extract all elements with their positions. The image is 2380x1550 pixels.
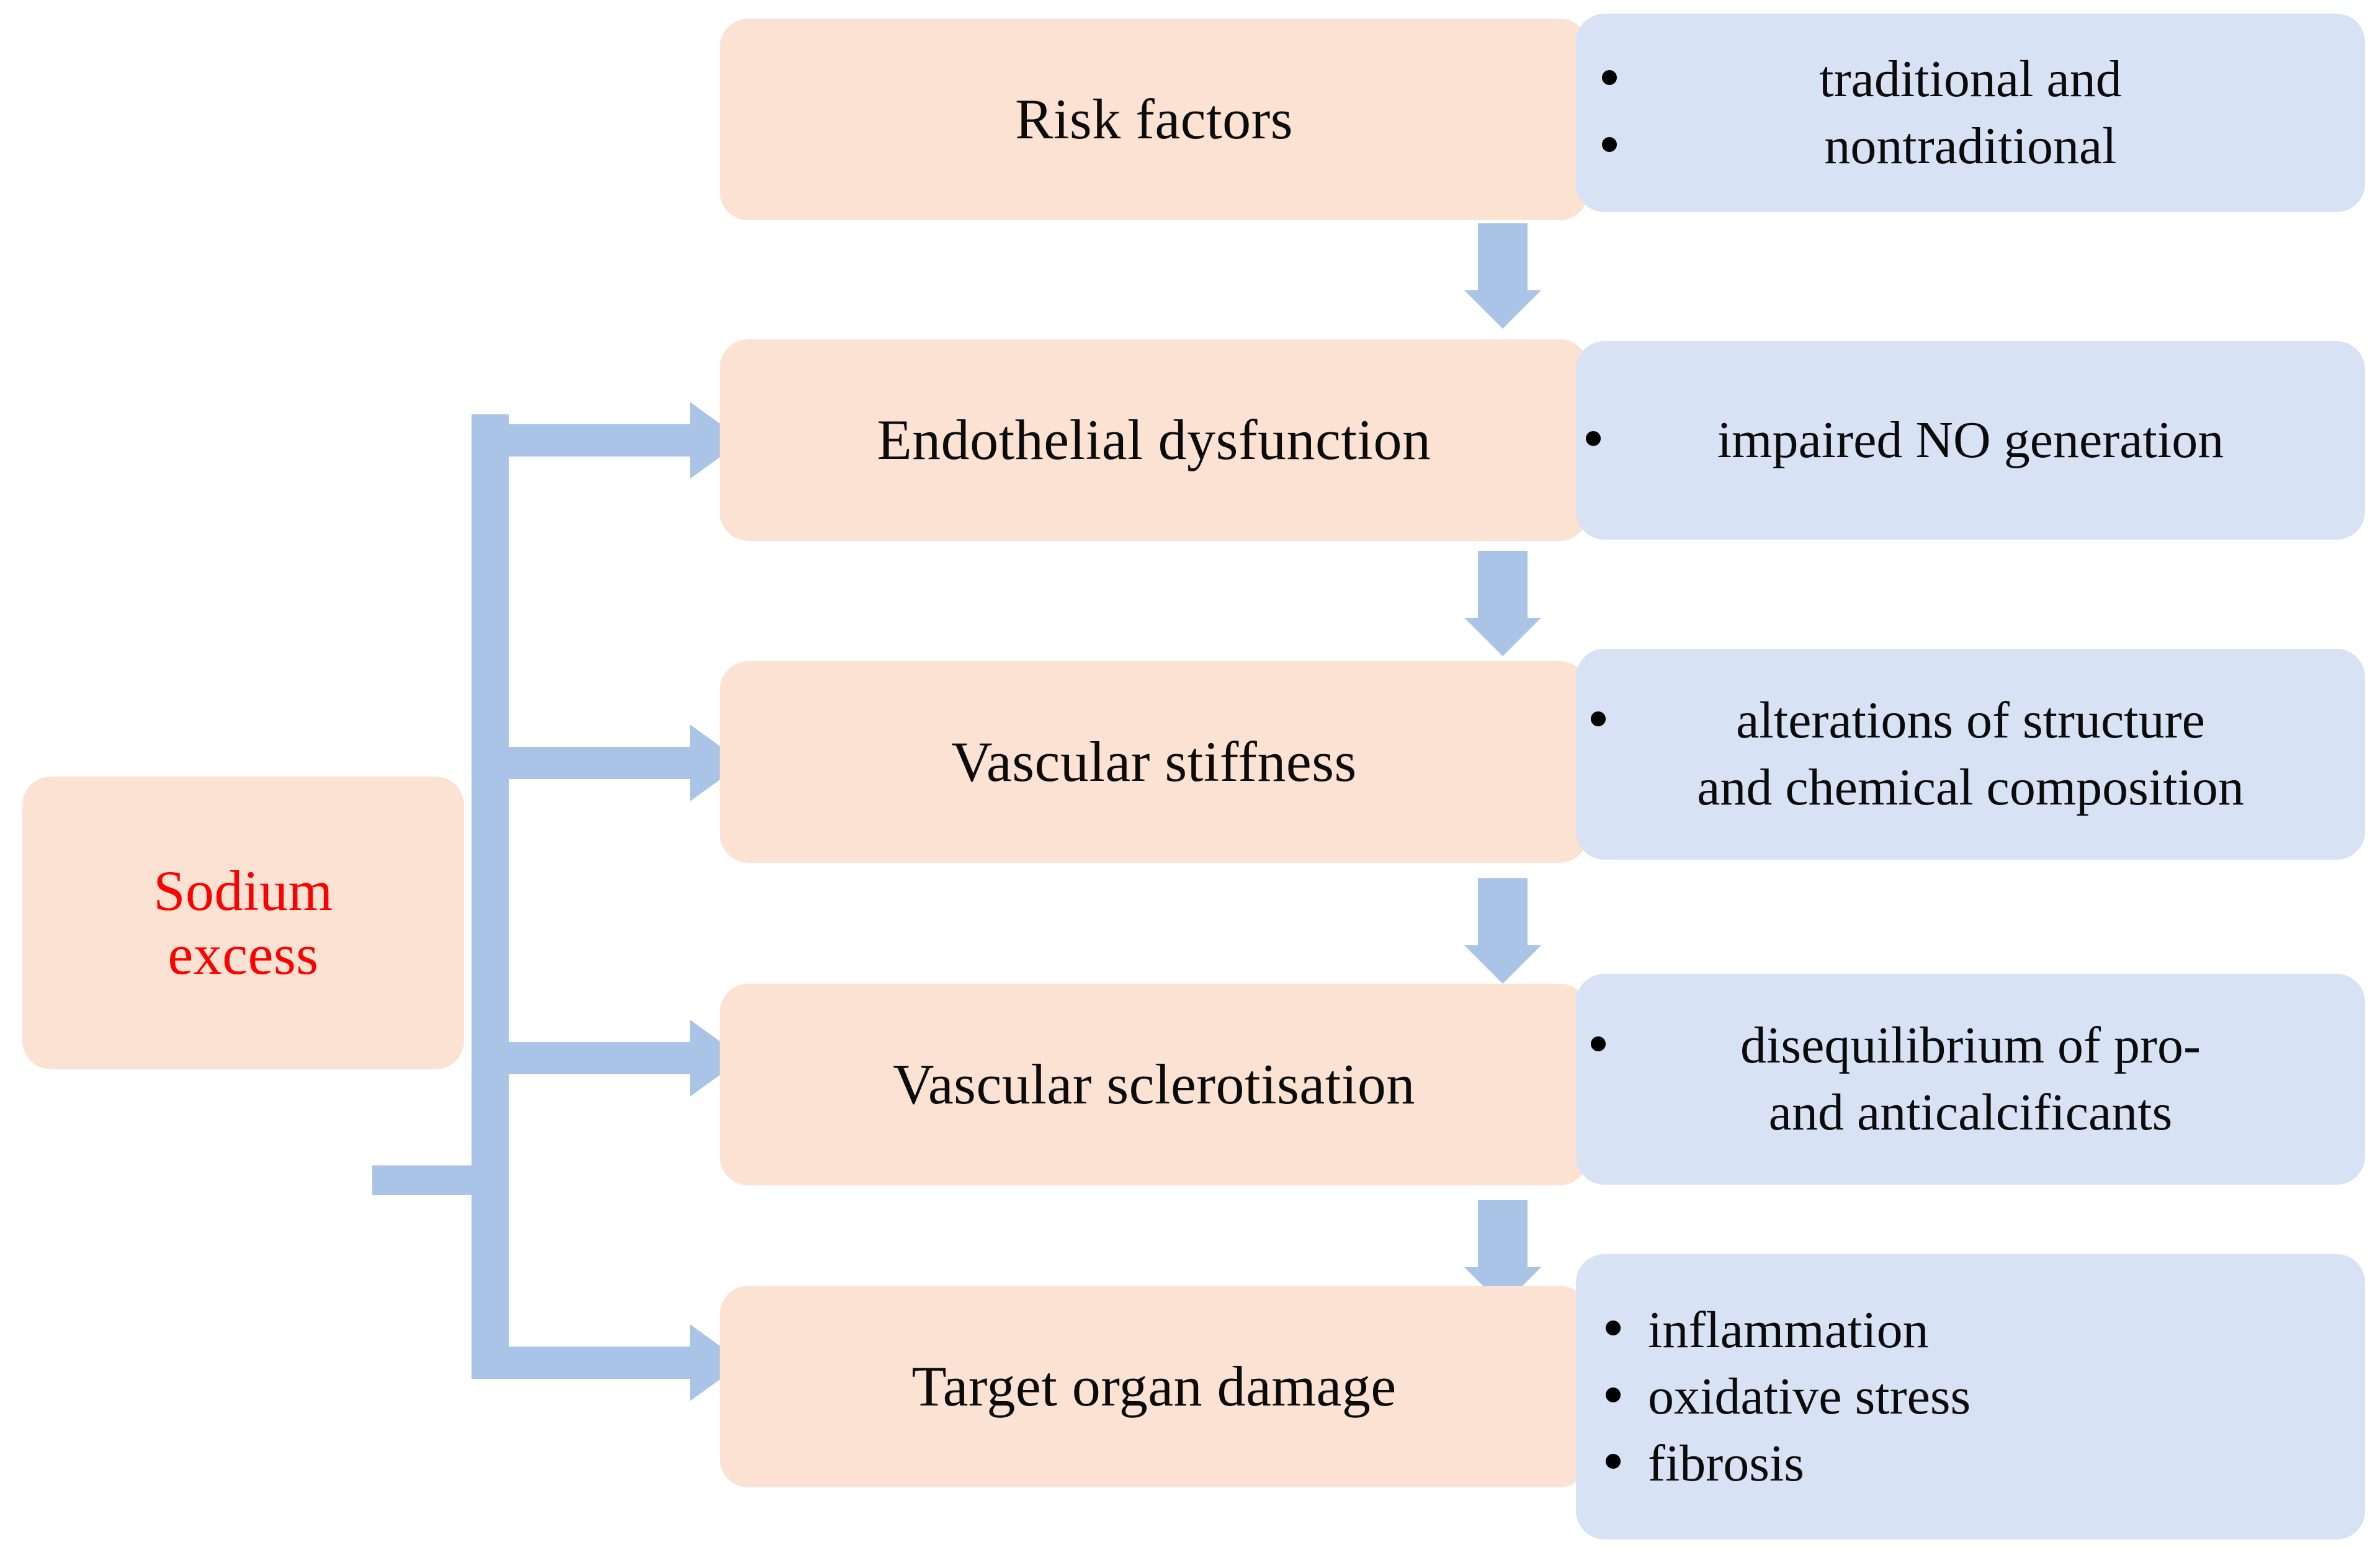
- detail-target-organ-damage-list: inflammation oxidative stress fibrosis: [1576, 1297, 2365, 1497]
- flow-arrow-down-3: [1464, 945, 1541, 984]
- detail-vascular-sclerotisation[interactable]: disequilibrium of pro- and anticalcifica…: [1576, 974, 2365, 1185]
- bullet-text: nontraditional: [1824, 117, 2117, 175]
- bullet-text: inflammation: [1648, 1301, 1929, 1359]
- node-sodium-excess-line1: Sodium: [153, 858, 333, 922]
- node-risk-factors[interactable]: Risk factors: [720, 19, 1588, 220]
- connector-down-shaft-3: [1478, 878, 1528, 946]
- list-item: and anticalcificants: [1576, 1079, 2365, 1146]
- node-endothelial-dysfunction[interactable]: Endothelial dysfunction: [720, 339, 1588, 541]
- bullet-dot-icon: [1591, 711, 1606, 727]
- list-item: inflammation: [1576, 1297, 2365, 1364]
- detail-target-organ-damage[interactable]: inflammation oxidative stress fibrosis: [1576, 1254, 2365, 1539]
- detail-vascular-stiffness-list: alterations of structure and chemical co…: [1576, 687, 2365, 821]
- bullet-text: fibrosis: [1648, 1434, 1804, 1492]
- node-target-organ-damage-label: Target organ damage: [911, 1354, 1397, 1418]
- connector-down-shaft-2: [1478, 551, 1528, 619]
- node-sodium-excess-line2: excess: [168, 923, 319, 986]
- connector-down-shaft-4: [1478, 1200, 1528, 1268]
- list-item: nontraditional: [1576, 113, 2365, 180]
- node-sodium-excess[interactable]: Sodium excess: [22, 777, 464, 1069]
- node-target-organ-damage[interactable]: Target organ damage: [720, 1286, 1588, 1487]
- bullet-dot-icon: [1606, 1387, 1621, 1402]
- list-item: alterations of structure: [1576, 687, 2365, 754]
- bullet-text: and anticalcificants: [1768, 1084, 2173, 1141]
- bullet-text: and chemical composition: [1697, 759, 2244, 816]
- bullet-dot-icon: [1606, 1454, 1621, 1469]
- list-item: traditional and: [1576, 46, 2365, 113]
- bullet-text: disequilibrium of pro-: [1740, 1017, 2201, 1075]
- bullet-dot-icon: [1602, 70, 1617, 86]
- connector-branch-2: [472, 747, 720, 779]
- node-sodium-excess-label: Sodium excess: [153, 859, 333, 987]
- bullet-text: traditional and: [1819, 50, 2122, 109]
- node-risk-factors-label: Risk factors: [1014, 87, 1294, 151]
- connector-trunk: [472, 414, 509, 1379]
- detail-endothelial-dysfunction-list: impaired NO generation: [1576, 407, 2365, 474]
- detail-risk-factors-list: traditional and nontraditional: [1576, 46, 2365, 179]
- node-vascular-stiffness-label: Vascular stiffness: [951, 729, 1357, 793]
- node-vascular-stiffness[interactable]: Vascular stiffness: [720, 661, 1588, 863]
- bullet-dot-icon: [1591, 1036, 1606, 1052]
- connector-branch-1: [472, 424, 720, 457]
- connector-branch-3: [472, 1042, 720, 1074]
- node-endothelial-dysfunction-label: Endothelial dysfunction: [877, 408, 1431, 471]
- detail-vascular-stiffness[interactable]: alterations of structure and chemical co…: [1576, 649, 2365, 860]
- flow-arrow-down-1: [1464, 290, 1541, 329]
- node-vascular-sclerotisation-label: Vascular sclerotisation: [893, 1052, 1415, 1116]
- detail-vascular-sclerotisation-list: disequilibrium of pro- and anticalcifica…: [1576, 1012, 2365, 1146]
- bullet-dot-icon: [1586, 430, 1601, 446]
- list-item: impaired NO generation: [1576, 407, 2365, 474]
- connector-branch-4: [472, 1347, 720, 1379]
- list-item: oxidative stress: [1576, 1363, 2365, 1430]
- connector-source-stub: [372, 1165, 472, 1195]
- list-item: and chemical composition: [1576, 754, 2365, 821]
- flow-arrow-down-2: [1464, 618, 1541, 656]
- list-item: disequilibrium of pro-: [1576, 1012, 2365, 1079]
- connector-down-shaft-1: [1478, 223, 1528, 292]
- bullet-dot-icon: [1606, 1321, 1621, 1336]
- bullet-dot-icon: [1602, 136, 1617, 152]
- bullet-text: alterations of structure: [1736, 692, 2205, 750]
- bullet-text: impaired NO generation: [1717, 411, 2224, 470]
- list-item: fibrosis: [1576, 1430, 2365, 1497]
- node-vascular-sclerotisation[interactable]: Vascular sclerotisation: [720, 984, 1588, 1185]
- bullet-text: oxidative stress: [1648, 1368, 1971, 1426]
- detail-endothelial-dysfunction[interactable]: impaired NO generation: [1576, 341, 2365, 540]
- detail-risk-factors[interactable]: traditional and nontraditional: [1576, 14, 2365, 212]
